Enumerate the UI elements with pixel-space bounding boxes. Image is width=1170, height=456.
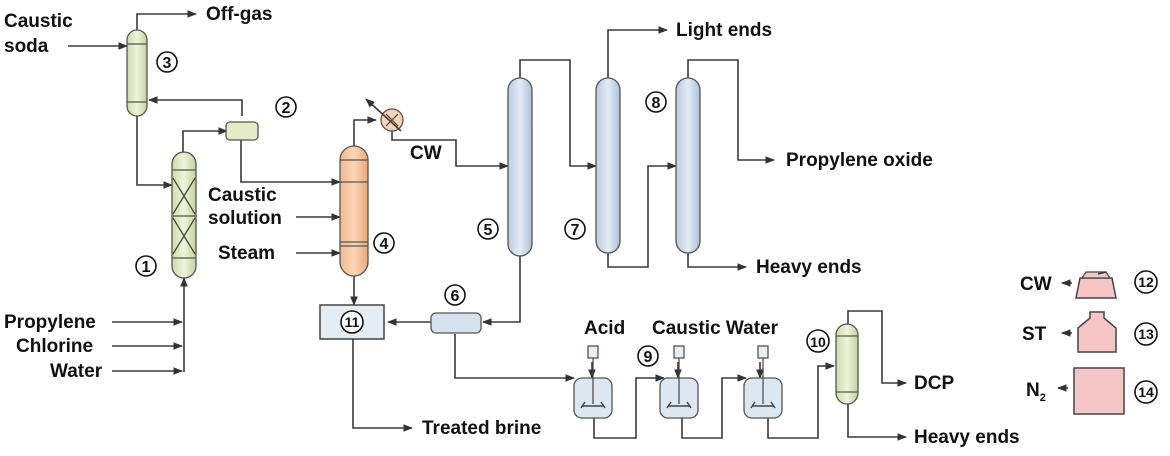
svg-text:6: 6 [451, 288, 460, 305]
column-8 [675, 77, 701, 254]
line-2-to-4 [240, 140, 341, 186]
reactor-1 [171, 151, 197, 279]
legend-n2: N2 [1026, 380, 1046, 404]
label-caustic-solution-line1: Caustic [208, 185, 277, 206]
line-2-to-3 [148, 96, 243, 116]
label-acid: Acid [584, 318, 625, 339]
piping [68, 10, 907, 441]
svg-text:3: 3 [163, 55, 172, 72]
label-heavy-ends-bottom: Heavy ends [914, 427, 1020, 448]
column-7 [595, 77, 621, 254]
svg-text:12: 12 [1138, 274, 1154, 290]
label-caustic-water: Caustic Water [652, 318, 779, 339]
label-water: Water [50, 361, 103, 382]
equipment-number-12: 12 [1134, 270, 1158, 294]
label-chlorine: Chlorine [16, 336, 93, 357]
drum-6 [430, 312, 482, 334]
label-caustic-solution-line2: solution [208, 208, 282, 229]
line-off-gas [136, 10, 197, 30]
svg-text:1: 1 [142, 259, 151, 276]
equipment-number-5: 5 [477, 218, 499, 240]
svg-text:8: 8 [652, 95, 661, 112]
steam-vessel-icon [1061, 311, 1117, 353]
svg-text:4: 4 [380, 236, 389, 253]
line-5-to-6 [482, 256, 521, 326]
label-caustic-soda-line2: soda [4, 36, 49, 57]
legend-cw: CW [1020, 274, 1052, 295]
label-caustic-soda-line1: Caustic [4, 11, 73, 32]
svg-text:7: 7 [571, 222, 580, 239]
equipment-number-2: 2 [275, 96, 297, 118]
line-propylene-oxide [687, 59, 775, 164]
equipment-number-11: 11 [340, 310, 364, 334]
utility-legend: CW ST N2 [1020, 274, 1052, 404]
equipment-number-4: 4 [373, 232, 395, 254]
line-1-to-2 [182, 127, 228, 152]
condenser [365, 98, 404, 132]
svg-text:5: 5 [484, 222, 493, 239]
line-treated-brine [352, 338, 413, 432]
line-heavy-ends-top [687, 253, 747, 271]
line-tank3-to-10 [767, 362, 835, 439]
line-tank2-to-tank3 [681, 374, 747, 439]
label-dcp: DCP [914, 373, 954, 394]
equipment-number-8: 8 [645, 91, 667, 113]
legend-st: ST [1022, 324, 1047, 345]
cooling-tower-icon [1061, 271, 1117, 299]
svg-text:9: 9 [644, 349, 653, 366]
column-5 [507, 77, 533, 257]
svg-text:13: 13 [1138, 326, 1154, 342]
equipment-number-14: 14 [1134, 380, 1158, 404]
line-4-to-condenser [353, 116, 377, 146]
equipment-number-10: 10 [806, 329, 830, 353]
label-light-ends: Light ends [676, 20, 772, 41]
mixing-tank-3 [743, 345, 783, 419]
mixing-tanks-9 [573, 345, 783, 419]
equipment-number-1: 1 [135, 255, 157, 277]
label-propylene: Propylene [4, 312, 96, 333]
equipment-number-3: 3 [156, 51, 178, 73]
line-5-to-7 [519, 59, 597, 170]
label-cw-condenser: CW [410, 143, 442, 164]
saponifier-4 [339, 145, 369, 277]
label-off-gas: Off-gas [206, 4, 273, 25]
svg-text:14: 14 [1138, 384, 1154, 400]
line-tank1-to-tank2 [593, 374, 665, 439]
svg-text:11: 11 [345, 314, 360, 330]
scrubber-3 [126, 29, 148, 117]
label-steam: Steam [218, 243, 275, 264]
mixing-tank-1 [573, 345, 613, 419]
equipment-number-7: 7 [564, 218, 586, 240]
line-light-ends [607, 26, 668, 78]
svg-text:2: 2 [282, 100, 291, 117]
line-3-to-1 [136, 116, 173, 189]
equipment-number-9: 9 [637, 345, 659, 367]
nitrogen-tank-icon [1057, 367, 1125, 415]
label-propylene-oxide: Propylene oxide [786, 150, 933, 171]
label-treated-brine: Treated brine [422, 418, 541, 439]
drum-2 [225, 121, 259, 141]
equipment-number-13: 13 [1134, 322, 1158, 346]
line-7-to-8 [607, 162, 677, 268]
equipment-number-6: 6 [444, 284, 466, 306]
svg-text:10: 10 [810, 334, 826, 350]
column-10 [835, 323, 859, 405]
mixing-tank-2 [659, 345, 699, 419]
equipment-numbers: 1 2 3 4 5 6 7 8 9 10 11 12 13 14 [135, 51, 1158, 404]
label-heavy-ends-top: Heavy ends [756, 257, 862, 278]
line-dcp [847, 310, 907, 387]
line-heavy-ends-bottom [847, 404, 907, 441]
line-6-to-tanks [454, 334, 575, 382]
stream-labels: Caustic soda Off-gas Light ends Propylen… [4, 4, 1020, 448]
line-condenser-to-5 [391, 131, 509, 170]
